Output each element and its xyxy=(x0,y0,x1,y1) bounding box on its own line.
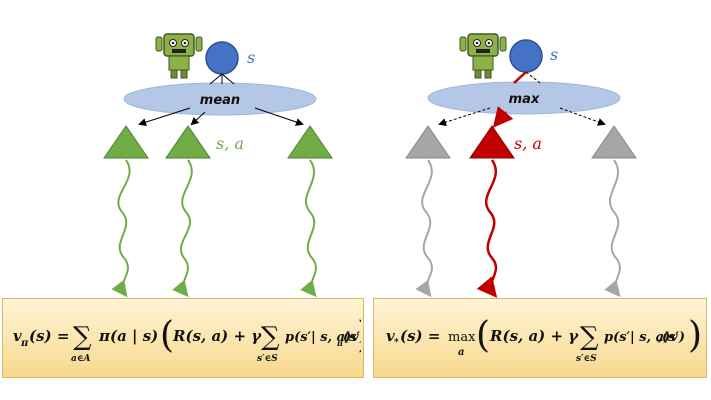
arrow-to-action-3 xyxy=(559,107,606,126)
action-node-3 xyxy=(287,125,333,159)
state-label: s xyxy=(550,45,558,64)
mean-operator-label: mean xyxy=(200,93,240,108)
arrow-to-action-2 xyxy=(190,111,206,126)
svg-text:*: * xyxy=(394,338,399,348)
state-node xyxy=(509,39,543,73)
max-operator-ellipse xyxy=(427,81,621,115)
svg-text:max: max xyxy=(448,330,476,345)
svg-text:*: * xyxy=(657,337,662,347)
bellman-optimality-equation-box: v * (s) = max a ( R(s, a) + γ ∑ s′∈S p(s… xyxy=(373,298,707,378)
svg-text:π: π xyxy=(336,338,343,348)
svg-text:s′∈S: s′∈S xyxy=(576,354,597,364)
svg-text:π(a | s): π(a | s) xyxy=(98,327,158,345)
action-node-1 xyxy=(405,125,451,159)
action-node-3 xyxy=(591,125,637,159)
svg-text:a: a xyxy=(458,347,464,358)
svg-text:(s) =: (s) = xyxy=(29,327,69,345)
svg-text:(s′): (s′) xyxy=(343,330,361,345)
bellman-expectation-equation: v π (s) = ∑ a∈A π(a | s) ( R(s, a) + γ ∑… xyxy=(13,315,361,364)
svg-text:(: ( xyxy=(160,315,174,356)
action-label: s, a xyxy=(514,134,542,153)
action-label: s, a xyxy=(216,134,244,153)
arrow-to-action-1 xyxy=(438,107,491,126)
svg-text:R(s, a) + γ: R(s, a) + γ xyxy=(172,327,262,345)
arrow-to-action-1 xyxy=(138,107,191,126)
action-node-2 xyxy=(165,125,211,159)
bellman-optimality-equation: v * (s) = max a ( R(s, a) + γ ∑ s′∈S p(s… xyxy=(386,315,702,364)
robot-icon xyxy=(155,33,203,79)
svg-text:): ) xyxy=(688,315,702,356)
state-label: s xyxy=(247,48,255,67)
svg-text:R(s, a) + γ: R(s, a) + γ xyxy=(489,327,579,345)
trajectory-3 xyxy=(300,159,317,298)
trajectory-1 xyxy=(415,159,433,298)
svg-text:(s′): (s′) xyxy=(662,330,685,345)
trajectory-3 xyxy=(604,159,621,298)
trajectory-selected xyxy=(476,159,498,298)
state-node xyxy=(205,41,239,75)
robot-icon xyxy=(459,33,507,79)
svg-text:p(s′| s, a)v: p(s′| s, a)v xyxy=(604,330,678,345)
trajectory-2 xyxy=(172,159,193,298)
svg-text:(: ( xyxy=(476,315,490,356)
svg-text:π: π xyxy=(20,338,29,349)
svg-text:p(s′| s, a)v: p(s′| s, a)v xyxy=(285,330,359,345)
svg-text:s′∈S: s′∈S xyxy=(257,354,278,364)
trajectory-1 xyxy=(111,159,131,298)
svg-text:(s) =: (s) = xyxy=(400,327,440,345)
svg-text:∑: ∑ xyxy=(73,322,92,352)
mean-operator-ellipse xyxy=(123,82,317,116)
right-panel: s max s, a xyxy=(405,33,637,298)
svg-text:a∈A: a∈A xyxy=(71,354,90,364)
left-panel: s mean s, a xyxy=(103,33,333,298)
svg-text:): ) xyxy=(357,315,361,356)
arrow-to-action-3 xyxy=(254,107,304,126)
svg-text:v: v xyxy=(386,327,395,345)
svg-text:∑: ∑ xyxy=(580,322,599,352)
bellman-expectation-equation-box: v π (s) = ∑ a∈A π(a | s) ( R(s, a) + γ ∑… xyxy=(2,298,364,378)
max-operator-label: max xyxy=(509,92,540,107)
arrow-to-action-selected xyxy=(492,106,514,128)
svg-text:∑: ∑ xyxy=(261,322,280,352)
action-node-selected xyxy=(469,125,515,159)
svg-text:v: v xyxy=(13,327,22,345)
action-node-1 xyxy=(103,125,149,159)
